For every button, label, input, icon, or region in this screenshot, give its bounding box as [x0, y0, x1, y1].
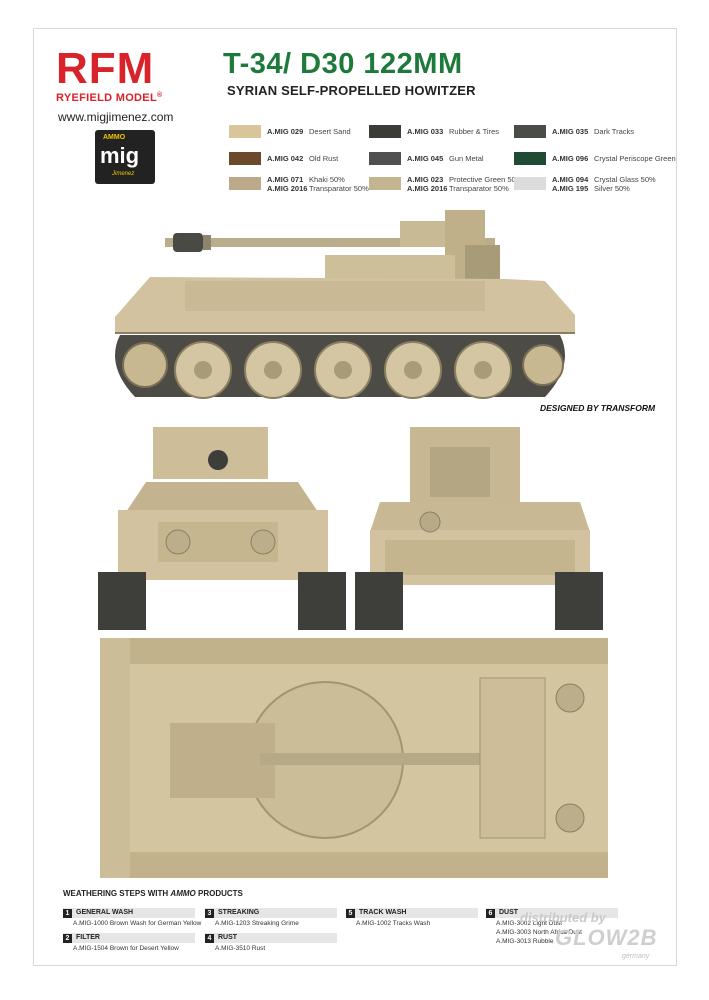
distributor-country: germany — [622, 953, 650, 960]
weathering-step-number: 4 — [205, 933, 214, 943]
engine-grille — [479, 677, 546, 839]
paint-code: A.MIG 071 — [267, 175, 304, 184]
weathering-step-number: 3 — [205, 908, 214, 918]
weathering-product: A.MIG-1504 Brown for Desert Yellow — [73, 945, 179, 952]
color-swatch — [514, 177, 546, 190]
color-swatch — [369, 177, 401, 190]
gun-shield — [153, 427, 268, 479]
weathering-step-title: FILTER — [76, 934, 100, 941]
weathering-step-title: RUST — [218, 934, 238, 941]
weathering-step-title: STREAKING — [218, 909, 260, 916]
rear-grille — [385, 540, 575, 575]
weathering-product: A.MIG-3013 Rubble — [496, 938, 554, 945]
color-swatch — [369, 125, 401, 138]
paint-code: A.MIG 045 — [407, 154, 444, 163]
weathering-step-bar — [205, 908, 337, 918]
paint-name: Dark Tracks — [594, 127, 635, 136]
rfm-logo: RFM — [56, 44, 155, 93]
right-track-top — [100, 852, 608, 878]
paint-code: A.MIG 042 — [267, 154, 304, 163]
color-swatch — [514, 152, 546, 165]
page-subtitle: SYRIAN SELF-PROPELLED HOWITZER — [227, 83, 476, 98]
weathering-step-bar — [63, 933, 195, 943]
gun-barrel — [165, 238, 495, 247]
left-track — [98, 572, 146, 630]
front-view-drawing — [98, 427, 346, 630]
paint-code: A.MIG 094 — [552, 175, 589, 184]
weathering-product: A.MIG-1000 Brown Wash for German Yellow — [73, 920, 202, 927]
paint-name: Khaki 50% — [309, 175, 345, 184]
weathering-step-number: 6 — [486, 908, 495, 918]
color-swatch — [514, 125, 546, 138]
paint-code-secondary: A.MIG 195 — [552, 184, 589, 193]
paint-code: A.MIG 029 — [267, 127, 304, 136]
paint-code: A.MIG 033 — [407, 127, 444, 136]
weathering-step-title: DUST — [499, 909, 519, 916]
drive-sprocket-icon — [122, 342, 168, 388]
weathering-product: A.MIG-1203 Streaking Grime — [215, 920, 299, 927]
brand-name: RYEFIELD MODEL® — [56, 92, 163, 104]
paint-name: Crystal Periscope Green — [594, 154, 676, 163]
weathering-step-bar — [346, 908, 478, 918]
paint-name: Rubber & Tires — [449, 127, 500, 136]
paint-name-secondary: Transparator 50% — [309, 184, 369, 193]
side-view-drawing — [115, 210, 575, 399]
paint-name: Crystal Glass 50% — [594, 175, 656, 184]
weathering-step-number: 5 — [346, 908, 355, 918]
weathering-product: A.MIG-3510 Rust — [215, 945, 266, 952]
idler-wheel-icon — [522, 344, 564, 386]
gun-barrel-top — [260, 753, 545, 765]
paint-name-secondary: Transparator 50% — [449, 184, 509, 193]
paint-code-secondary: A.MIG 2016 — [267, 184, 308, 193]
weathering-step-bar — [205, 933, 337, 943]
weathering-step-title: TRACK WASH — [359, 909, 407, 916]
right-track — [298, 572, 346, 630]
weathering-step-bar — [486, 908, 618, 918]
top-view-drawing — [100, 638, 608, 878]
weathering-step-number: 1 — [63, 908, 72, 918]
paint-name: Protective Green 50% — [449, 175, 523, 184]
rear-view-drawing — [355, 427, 603, 630]
weathering-step-title: GENERAL WASH — [76, 909, 134, 916]
left-track-top — [100, 638, 608, 664]
paint-code: A.MIG 035 — [552, 127, 589, 136]
paint-code: A.MIG 096 — [552, 154, 589, 163]
website-link[interactable]: www.migjimenez.com — [58, 110, 174, 124]
weathering-product: A.MIG-3003 North Africa Dust — [496, 929, 582, 936]
weathering-step-number: 2 — [63, 933, 72, 943]
paint-code: A.MIG 023 — [407, 175, 444, 184]
paint-name: Desert Sand — [309, 127, 351, 136]
paint-name: Gun Metal — [449, 154, 484, 163]
mig-logo-top: AMMO — [103, 134, 126, 141]
mig-logo-main: mig — [100, 143, 140, 168]
distributor-watermark: distributed by — [520, 910, 606, 925]
stowage-bins — [185, 281, 485, 311]
gun-breech-top — [170, 723, 275, 798]
casemate — [325, 255, 455, 281]
design-credit: DESIGNED BY TRANSFORM — [540, 403, 656, 413]
color-swatch — [369, 152, 401, 165]
color-swatch — [229, 125, 261, 138]
color-swatch — [229, 152, 261, 165]
paint-name: Old Rust — [309, 154, 339, 163]
mig-logo-bottom: Jimenez — [112, 171, 135, 177]
right-track — [555, 572, 603, 630]
left-track — [355, 572, 403, 630]
muzzle-icon — [208, 450, 228, 470]
weathering-step-bar — [63, 908, 195, 918]
weathering-product: A.MIG-1002 Tracks Wash — [356, 920, 431, 927]
weathering-product: A.MIG-3002 Light Dust — [496, 920, 563, 927]
paint-name-secondary: Silver 50% — [594, 184, 630, 193]
page-title: T-34/ D30 122MM — [223, 48, 463, 80]
paint-code-secondary: A.MIG 2016 — [407, 184, 448, 193]
weathering-heading: WEATHERING STEPS WITH AMMO PRODUCTS — [63, 889, 243, 898]
muzzle-brake-icon — [173, 233, 203, 252]
distributor-logo: GLOW2B — [555, 925, 658, 950]
mig-logo-icon — [95, 130, 155, 184]
color-swatch — [229, 177, 261, 190]
